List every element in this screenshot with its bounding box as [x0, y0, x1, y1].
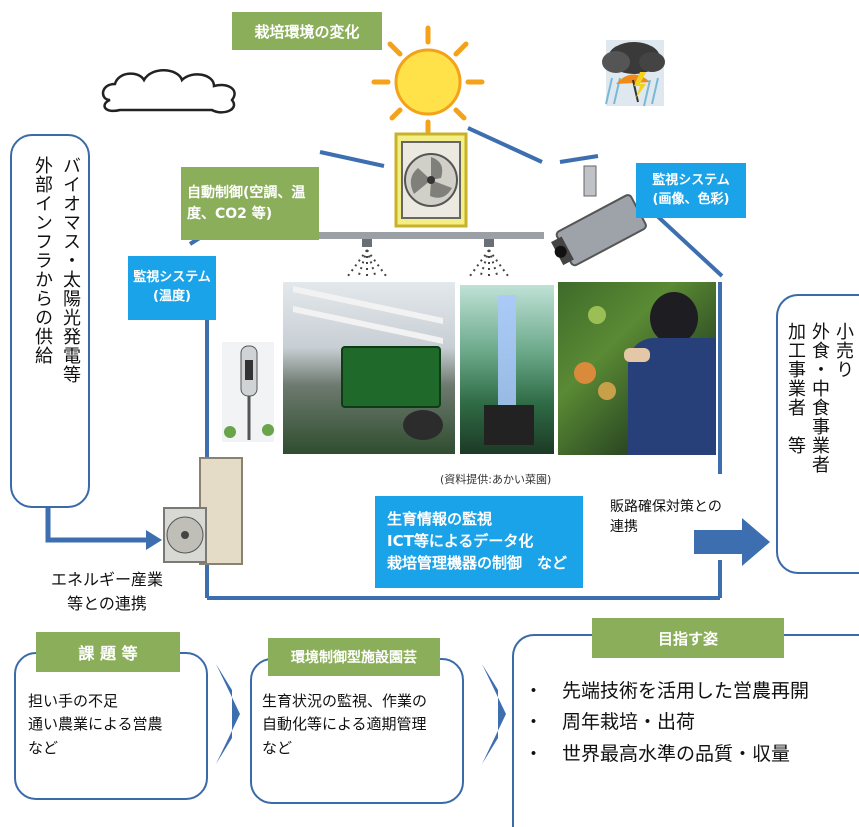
goal-title: 目指す姿 — [592, 618, 784, 658]
issues-line-3: など — [28, 738, 59, 757]
cloud-icon — [101, 69, 236, 114]
fan-icon — [394, 132, 468, 228]
energy-label: エネルギー産業 等との連携 — [50, 570, 163, 613]
growth-line-3: 栽培管理機器の制御 など — [387, 553, 568, 572]
greenhouse-plants-photo — [460, 285, 554, 454]
external-infra-col2: バイオマス・太陽光発電等 — [60, 156, 81, 384]
heat-pump-icon — [163, 457, 243, 565]
buyers-col1: 小売り — [833, 322, 854, 379]
auto-control-tag: 自動制御(空調、温度、CO2 等) — [181, 167, 319, 240]
chevron-arrow-1 — [216, 664, 240, 764]
greenhouse-robot-photo — [283, 282, 455, 454]
tomato-inspection-photo — [558, 282, 716, 455]
horticulture-line-2: 自動化等による適期管理 — [262, 715, 427, 734]
chevron-arrow-2 — [482, 664, 506, 764]
supply-arrow — [45, 508, 162, 550]
storm-umbrella-icon — [602, 40, 665, 107]
horticulture-line-3: など — [262, 738, 293, 757]
roof-line-center — [467, 126, 543, 164]
horticulture-line-1: 生育状況の監視、作業の — [262, 692, 428, 710]
camera-icon — [551, 165, 647, 267]
photo-credit: (資料提供:あかい菜園) — [440, 473, 552, 486]
external-infra-col1: 外部インフラからの供給 — [32, 156, 53, 365]
sales-route-label: 販路確保対策との連携 — [610, 499, 722, 535]
horticulture-title: 環境制御型施設園芸 — [268, 638, 440, 676]
buyers-col2: 外食・中食事業者 — [809, 322, 830, 474]
growth-line-1: 生育情報の監視 — [387, 510, 493, 529]
issues-title: 課 題 等 — [36, 632, 180, 672]
sprinkler-icon — [347, 239, 509, 280]
issues-line-1: 担い手の不足 — [28, 692, 119, 710]
growth-line-2: ICT等によるデータ化 — [387, 532, 534, 551]
monitor-temp-tag: 監視システム (温度) — [128, 256, 216, 320]
goal-item-1: ・ 先端技術を活用した営農再開 — [524, 680, 810, 702]
external-infra-box: バイオマス・太陽光発電等 外部インフラからの供給 — [10, 134, 90, 508]
roof-line-left — [319, 150, 385, 168]
buyers-col3: 加工事業者 等 — [785, 322, 806, 455]
roof-line-center2 — [559, 154, 599, 164]
monitor-image-tag: 監視システム (画像、色彩) — [636, 163, 746, 218]
buyers-box: 小売り 外食・中食事業者 加工事業者 等 — [776, 294, 859, 574]
goal-item-2: ・ 周年栽培・出荷 — [524, 711, 696, 734]
issues-box: 担い手の不足 通い農業による営農 など — [14, 652, 208, 800]
growth-monitor-tag: 生育情報の監視 ICT等によるデータ化 栽培管理機器の制御 など — [375, 496, 583, 588]
env-change-tag: 栽培環境の変化 — [232, 12, 382, 50]
goal-item-3: ・ 世界最高水準の品質・収量 — [524, 742, 791, 765]
thermometer-sensor-icon — [222, 342, 274, 442]
sun-icon — [371, 25, 485, 135]
goal-box: ・ 先端技術を活用した営農再開 ・ 周年栽培・出荷 ・ 世界最高水準の品質・収量 — [512, 634, 859, 827]
pipe — [316, 232, 544, 239]
issues-line-2: 通い農業による営農 — [28, 715, 163, 734]
horticulture-box: 生育状況の監視、作業の 自動化等による適期管理 など — [250, 658, 464, 804]
sales-arrow — [694, 518, 770, 566]
